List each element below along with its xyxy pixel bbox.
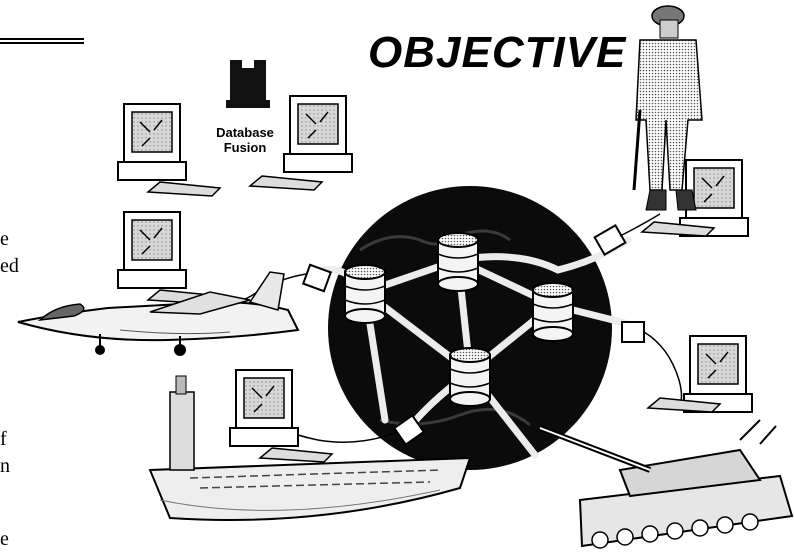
tank-illustration [540,420,792,548]
computer-workstation [230,370,332,462]
database-node [533,283,573,341]
computer-workstation [118,104,220,196]
computer-workstation [648,336,752,412]
database-node [345,265,385,323]
database-node [450,348,490,406]
database-node [438,233,478,291]
computer-workstation [250,96,352,190]
database-server-icon [226,60,270,108]
computer-workstation [118,212,220,304]
